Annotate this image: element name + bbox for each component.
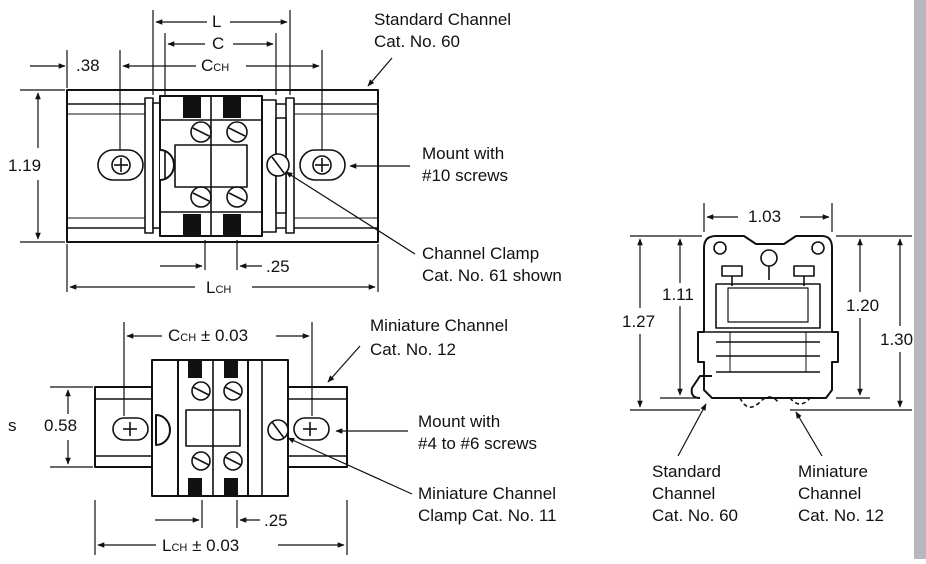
side-view [630, 203, 912, 457]
callout-mini-clamp-line1: Miniature Channel [418, 484, 556, 503]
dim-C: C [212, 34, 225, 53]
dim-L-ch-tol-sub: CH [171, 542, 188, 554]
dim-L-ch-tol: LCH ± 0.03 [162, 536, 239, 558]
dim-side-h1: 1.11 [662, 285, 694, 304]
callout-side-standard-line2: Channel [652, 484, 716, 503]
terminal-screws [191, 381, 243, 471]
callout-side-standard-line3: Cat. No. 60 [652, 506, 738, 525]
dim-gap-bottom: .25 [264, 511, 288, 530]
dim-left-offset: .38 [76, 56, 100, 75]
callout-mount-small-line1: Mount with [418, 412, 501, 431]
callout-clamp-line1: Channel Clamp [422, 244, 540, 263]
dim-side-h2: 1.27 [622, 312, 656, 331]
callout-mount-small-line2: #4 to #6 screws [418, 434, 538, 453]
dim-C-ch-tol: CCH ± 0.03 [168, 326, 248, 348]
dim-cut-left: s [8, 416, 17, 435]
callout-standard-channel-line1: Standard Channel [374, 10, 512, 29]
callout-side-standard-line1: Standard [652, 462, 721, 481]
dim-side-width: 1.03 [748, 207, 782, 226]
end-plate-left [144, 97, 154, 234]
dim-side-h3: 1.20 [846, 296, 880, 315]
callout-side-mini-line3: Cat. No. 12 [798, 506, 884, 525]
callout-mini-channel-line1: Miniature Channel [370, 316, 508, 335]
dim-L-ch-tol-main: L [162, 536, 172, 555]
dim-L: L [212, 12, 222, 31]
callout-mount-line2: #10 screws [422, 166, 508, 185]
callout-mini-channel-line2: Cat. No. 12 [370, 340, 456, 359]
terminal-screws [190, 121, 248, 208]
callout-mini-clamp-line2: Clamp Cat. No. 11 [418, 506, 557, 525]
dim-C-ch-main: C [201, 56, 214, 75]
miniature-channel-hook [789, 397, 811, 405]
top-view [20, 10, 416, 292]
channel-clamp-left [159, 149, 175, 181]
dim-C-ch-tol-sub: CH [180, 332, 197, 344]
mount-slot-left [112, 417, 149, 441]
dim-C-ch-tol-value: ± 0.03 [200, 326, 249, 345]
dim-L-ch-sub: CH [215, 284, 232, 296]
dim-C-ch: CCH [201, 56, 229, 78]
dim-L-ch: LCH [206, 278, 231, 300]
dim-L-ch-main: L [206, 278, 216, 297]
callout-side-mini-line1: Miniature [798, 462, 868, 481]
mount-slot-right [293, 417, 330, 441]
callout-clamp-line2: Cat. No. 61 shown [422, 266, 562, 285]
page-edge-strip [914, 0, 926, 559]
miniature-clamp-left [155, 414, 171, 446]
dim-C-ch-tol-main: C [168, 326, 181, 345]
standard-channel-hook [690, 375, 712, 399]
bottom-view [50, 322, 413, 555]
dim-gap-top: .25 [266, 257, 290, 276]
dim-L-ch-tol-value: ± 0.03 [192, 536, 240, 555]
dim-C-ch-sub: CH [213, 62, 230, 74]
terminal-block-profile [697, 235, 839, 399]
dim-side-h4: 1.30 [880, 330, 914, 349]
callout-mount-line1: Mount with [422, 144, 505, 163]
callout-standard-channel-line2: Cat. No. 60 [374, 32, 460, 51]
dim-height-top: 1.19 [8, 156, 42, 175]
callout-side-mini-line2: Channel [798, 484, 862, 503]
dim-height-bottom: 0.58 [44, 416, 78, 435]
